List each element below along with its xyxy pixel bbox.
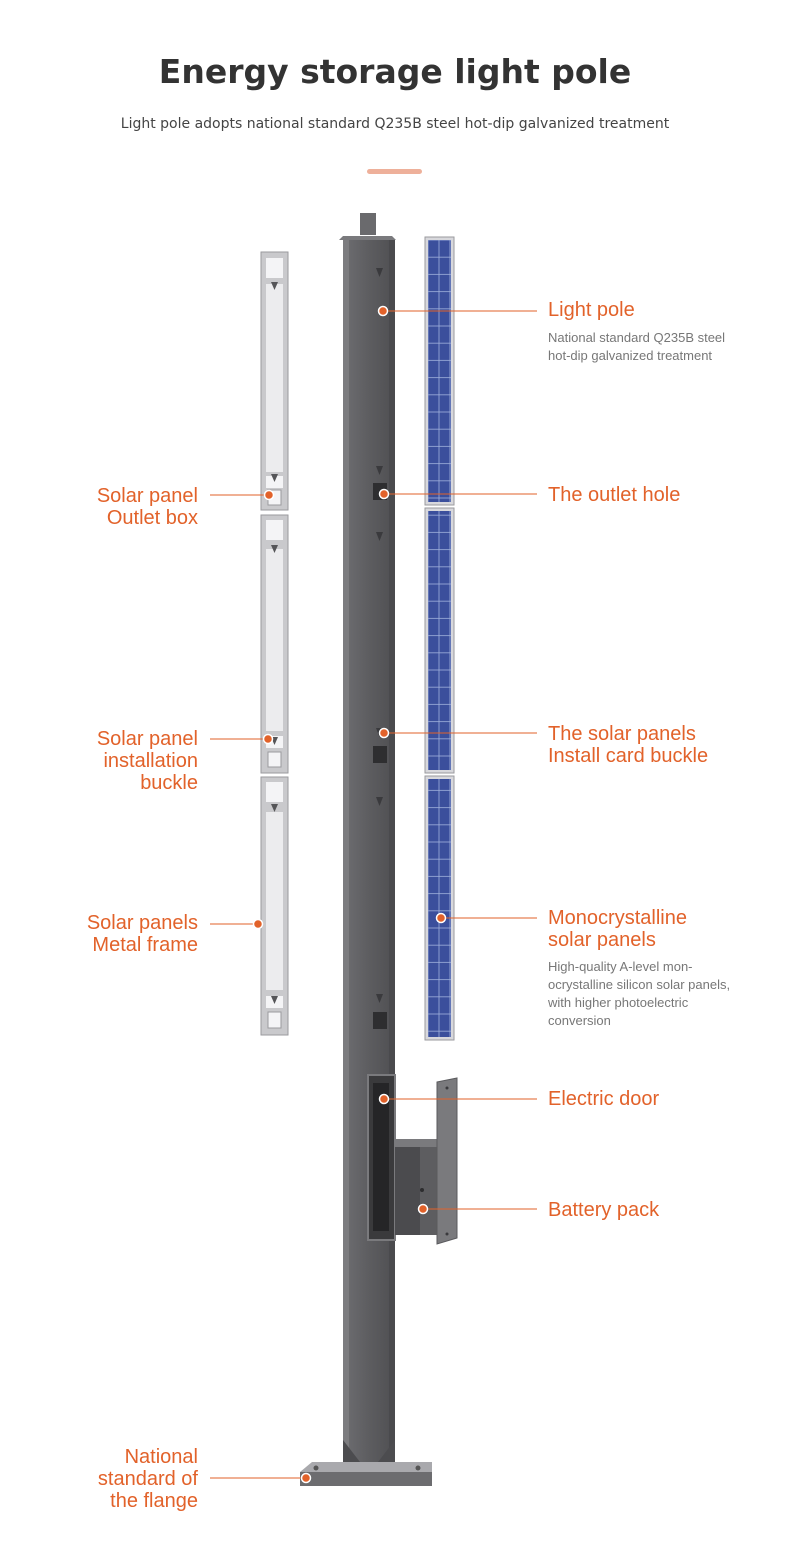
callout-mono-panels-title: Monocrystalline solar panels — [548, 907, 687, 951]
frame-clip-markers — [271, 282, 278, 1004]
flange-base — [300, 1440, 432, 1486]
battery-pack — [395, 1139, 438, 1235]
solar-panel-metal-frame — [260, 251, 289, 1036]
outlet-hole — [373, 1012, 387, 1029]
callout-light-pole-desc: National standard Q235B steel hot-dip ga… — [548, 330, 726, 363]
outlet-hole — [373, 746, 387, 763]
electric-door-cover — [436, 1077, 458, 1245]
callout-electric-door-title: Electric door — [548, 1088, 660, 1110]
callout-outlet-hole-title: The outlet hole — [548, 484, 681, 506]
frame-segment — [260, 251, 289, 511]
callout-battery-pack-title: Battery pack — [548, 1199, 660, 1221]
callout-install-buckle-title: Solar panel installation buckle — [96, 728, 198, 794]
callout-outlet-box-title: Solar panel Outlet box — [96, 485, 198, 529]
leader-lines — [210, 305, 537, 1484]
monocrystalline-solar-panels — [424, 236, 455, 1041]
frame-segment — [260, 514, 289, 774]
callout-mono-panels-desc: High-quality A-level mon-ocrystalline si… — [548, 959, 731, 1028]
callout-metal-frame-title: Solar panels Metal frame — [86, 912, 198, 956]
frame-segment — [260, 776, 289, 1036]
callout-light-pole-title: Light pole — [548, 299, 635, 321]
page-subtitle: Light pole adopts national standard Q235… — [120, 116, 670, 132]
accent-divider — [367, 169, 422, 174]
callout-card-buckle-title: The solar panels Install card buckle — [548, 723, 709, 767]
light-pole — [300, 213, 432, 1486]
callout-flange-title: National standard of the flange — [97, 1446, 198, 1512]
page-title: Energy storage light pole — [158, 52, 632, 91]
